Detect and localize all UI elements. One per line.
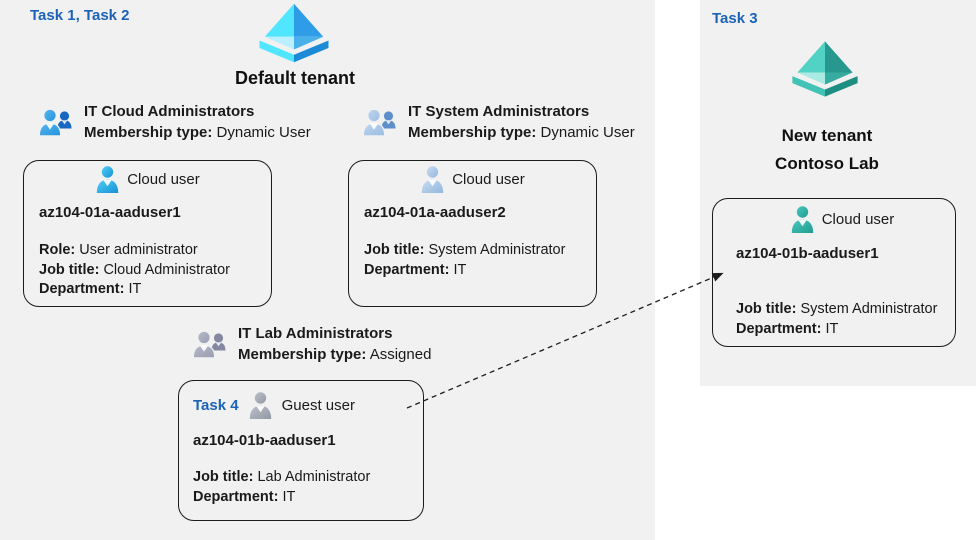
membership-type: Membership type: Dynamic User xyxy=(408,124,635,141)
field-value: System Administrator xyxy=(428,242,566,258)
azure-ad-tenant-icon xyxy=(258,3,330,63)
user-type-label: Cloud user xyxy=(452,171,525,188)
field-job-title: Job title: System Administrator xyxy=(736,300,955,320)
group-icon-blue xyxy=(38,108,72,137)
task-4-label: Task 4 xyxy=(193,397,239,414)
field-job-title: Job title: Cloud Administrator xyxy=(39,261,271,281)
field-label: Department: xyxy=(736,320,822,337)
user-card-header: Cloud user xyxy=(24,166,271,193)
field-value: IT xyxy=(453,261,467,278)
default-tenant-title: Default tenant xyxy=(234,68,355,88)
default-tenant-panel xyxy=(0,0,655,540)
field-label: Job title: xyxy=(736,301,797,317)
field-department: Department: IT xyxy=(193,488,423,508)
field-label: Job title: xyxy=(39,261,100,278)
person-teal-icon xyxy=(791,206,813,233)
membership-type: Membership type: Assigned xyxy=(238,346,431,363)
user-card-header: Cloud user xyxy=(713,206,955,233)
user-card-aaduser2: Cloud user az104-01a-aaduser2 Job title:… xyxy=(348,160,597,307)
username: az104-01a-aaduser2 xyxy=(364,204,506,221)
user-fields: Role: User administrator Job title: Clou… xyxy=(24,241,271,300)
username: az104-01b-aaduser1 xyxy=(193,432,336,449)
field-label: Department: xyxy=(39,281,125,297)
membership-value: Assigned xyxy=(369,346,432,363)
new-tenant-title: New tenant Contoso Lab xyxy=(712,122,942,178)
membership-label: Membership type: xyxy=(238,346,367,363)
field-label: Job title: xyxy=(364,242,425,258)
group-icon-pale-blue xyxy=(362,108,396,137)
new-tenant-title-line1: New tenant xyxy=(781,126,873,145)
new-tenant-icon xyxy=(791,40,859,98)
user-type-label: Cloud user xyxy=(821,211,895,228)
group-header-system-admins: IT System Administrators Membership type… xyxy=(362,103,635,141)
group-name: IT Cloud Administrators xyxy=(84,103,255,120)
membership-value: Dynamic User xyxy=(216,124,311,141)
username: az104-01b-aaduser1 xyxy=(736,245,879,262)
group-name: IT System Administrators xyxy=(408,103,590,120)
guest-user-card: Task 4 Guest user az104-01b-aaduser1 Job… xyxy=(178,380,424,521)
new-tenant-user-card: Cloud user az104-01b-aaduser1 Job title:… xyxy=(712,198,956,347)
field-label: Job title: xyxy=(193,469,254,485)
person-blue-icon xyxy=(97,166,119,193)
field-value: Lab Administrator xyxy=(257,469,371,485)
user-card-header: Cloud user xyxy=(349,166,596,193)
azure-ad-pyramid-blue-icon xyxy=(259,3,329,63)
user-fields: Job title: System Administrator Departme… xyxy=(713,300,955,339)
group-header-cloud-admins: IT Cloud Administrators Membership type:… xyxy=(38,103,311,141)
user-type-label: Guest user xyxy=(281,397,355,414)
field-department: Department: IT xyxy=(364,261,596,281)
username: az104-01a-aaduser1 xyxy=(39,204,181,221)
field-value: IT xyxy=(282,488,296,505)
field-value: IT xyxy=(825,320,839,337)
field-label: Department: xyxy=(193,488,279,505)
membership-label: Membership type: xyxy=(84,124,213,141)
group-header-lab-admins: IT Lab Administrators Membership type: A… xyxy=(192,325,431,363)
task-3-label: Task 3 xyxy=(712,10,758,27)
user-card-header: Task 4 Guest user xyxy=(179,392,423,419)
new-tenant-title-line2: Contoso Lab xyxy=(775,154,879,173)
field-value: Cloud Administrator xyxy=(103,261,230,278)
azure-ad-pyramid-teal-icon xyxy=(792,41,858,97)
field-department: Department: IT xyxy=(39,280,271,300)
field-value: System Administrator xyxy=(800,301,938,317)
person-pale-blue-icon xyxy=(422,166,444,193)
group-name: IT Lab Administrators xyxy=(238,325,393,342)
user-card-aaduser1: Cloud user az104-01a-aaduser1 Role: User… xyxy=(23,160,272,307)
person-gray-icon xyxy=(249,392,271,419)
field-department: Department: IT xyxy=(736,320,955,340)
group-icon-gray xyxy=(192,330,226,359)
membership-type: Membership type: Dynamic User xyxy=(84,124,311,141)
membership-value: Dynamic User xyxy=(540,124,635,141)
field-role: Role: User administrator xyxy=(39,241,271,261)
user-type-label: Cloud user xyxy=(127,171,200,188)
field-job-title: Job title: Lab Administrator xyxy=(193,468,423,488)
field-job-title: Job title: System Administrator xyxy=(364,241,596,261)
field-value: User administrator xyxy=(79,242,198,258)
user-fields: Job title: Lab Administrator Department:… xyxy=(179,468,423,507)
task-1-2-label: Task 1, Task 2 xyxy=(30,7,130,24)
field-label: Department: xyxy=(364,261,450,278)
field-label: Role: xyxy=(39,242,76,258)
field-value: IT xyxy=(128,281,142,297)
user-fields: Job title: System Administrator Departme… xyxy=(349,241,596,280)
membership-label: Membership type: xyxy=(408,124,537,141)
